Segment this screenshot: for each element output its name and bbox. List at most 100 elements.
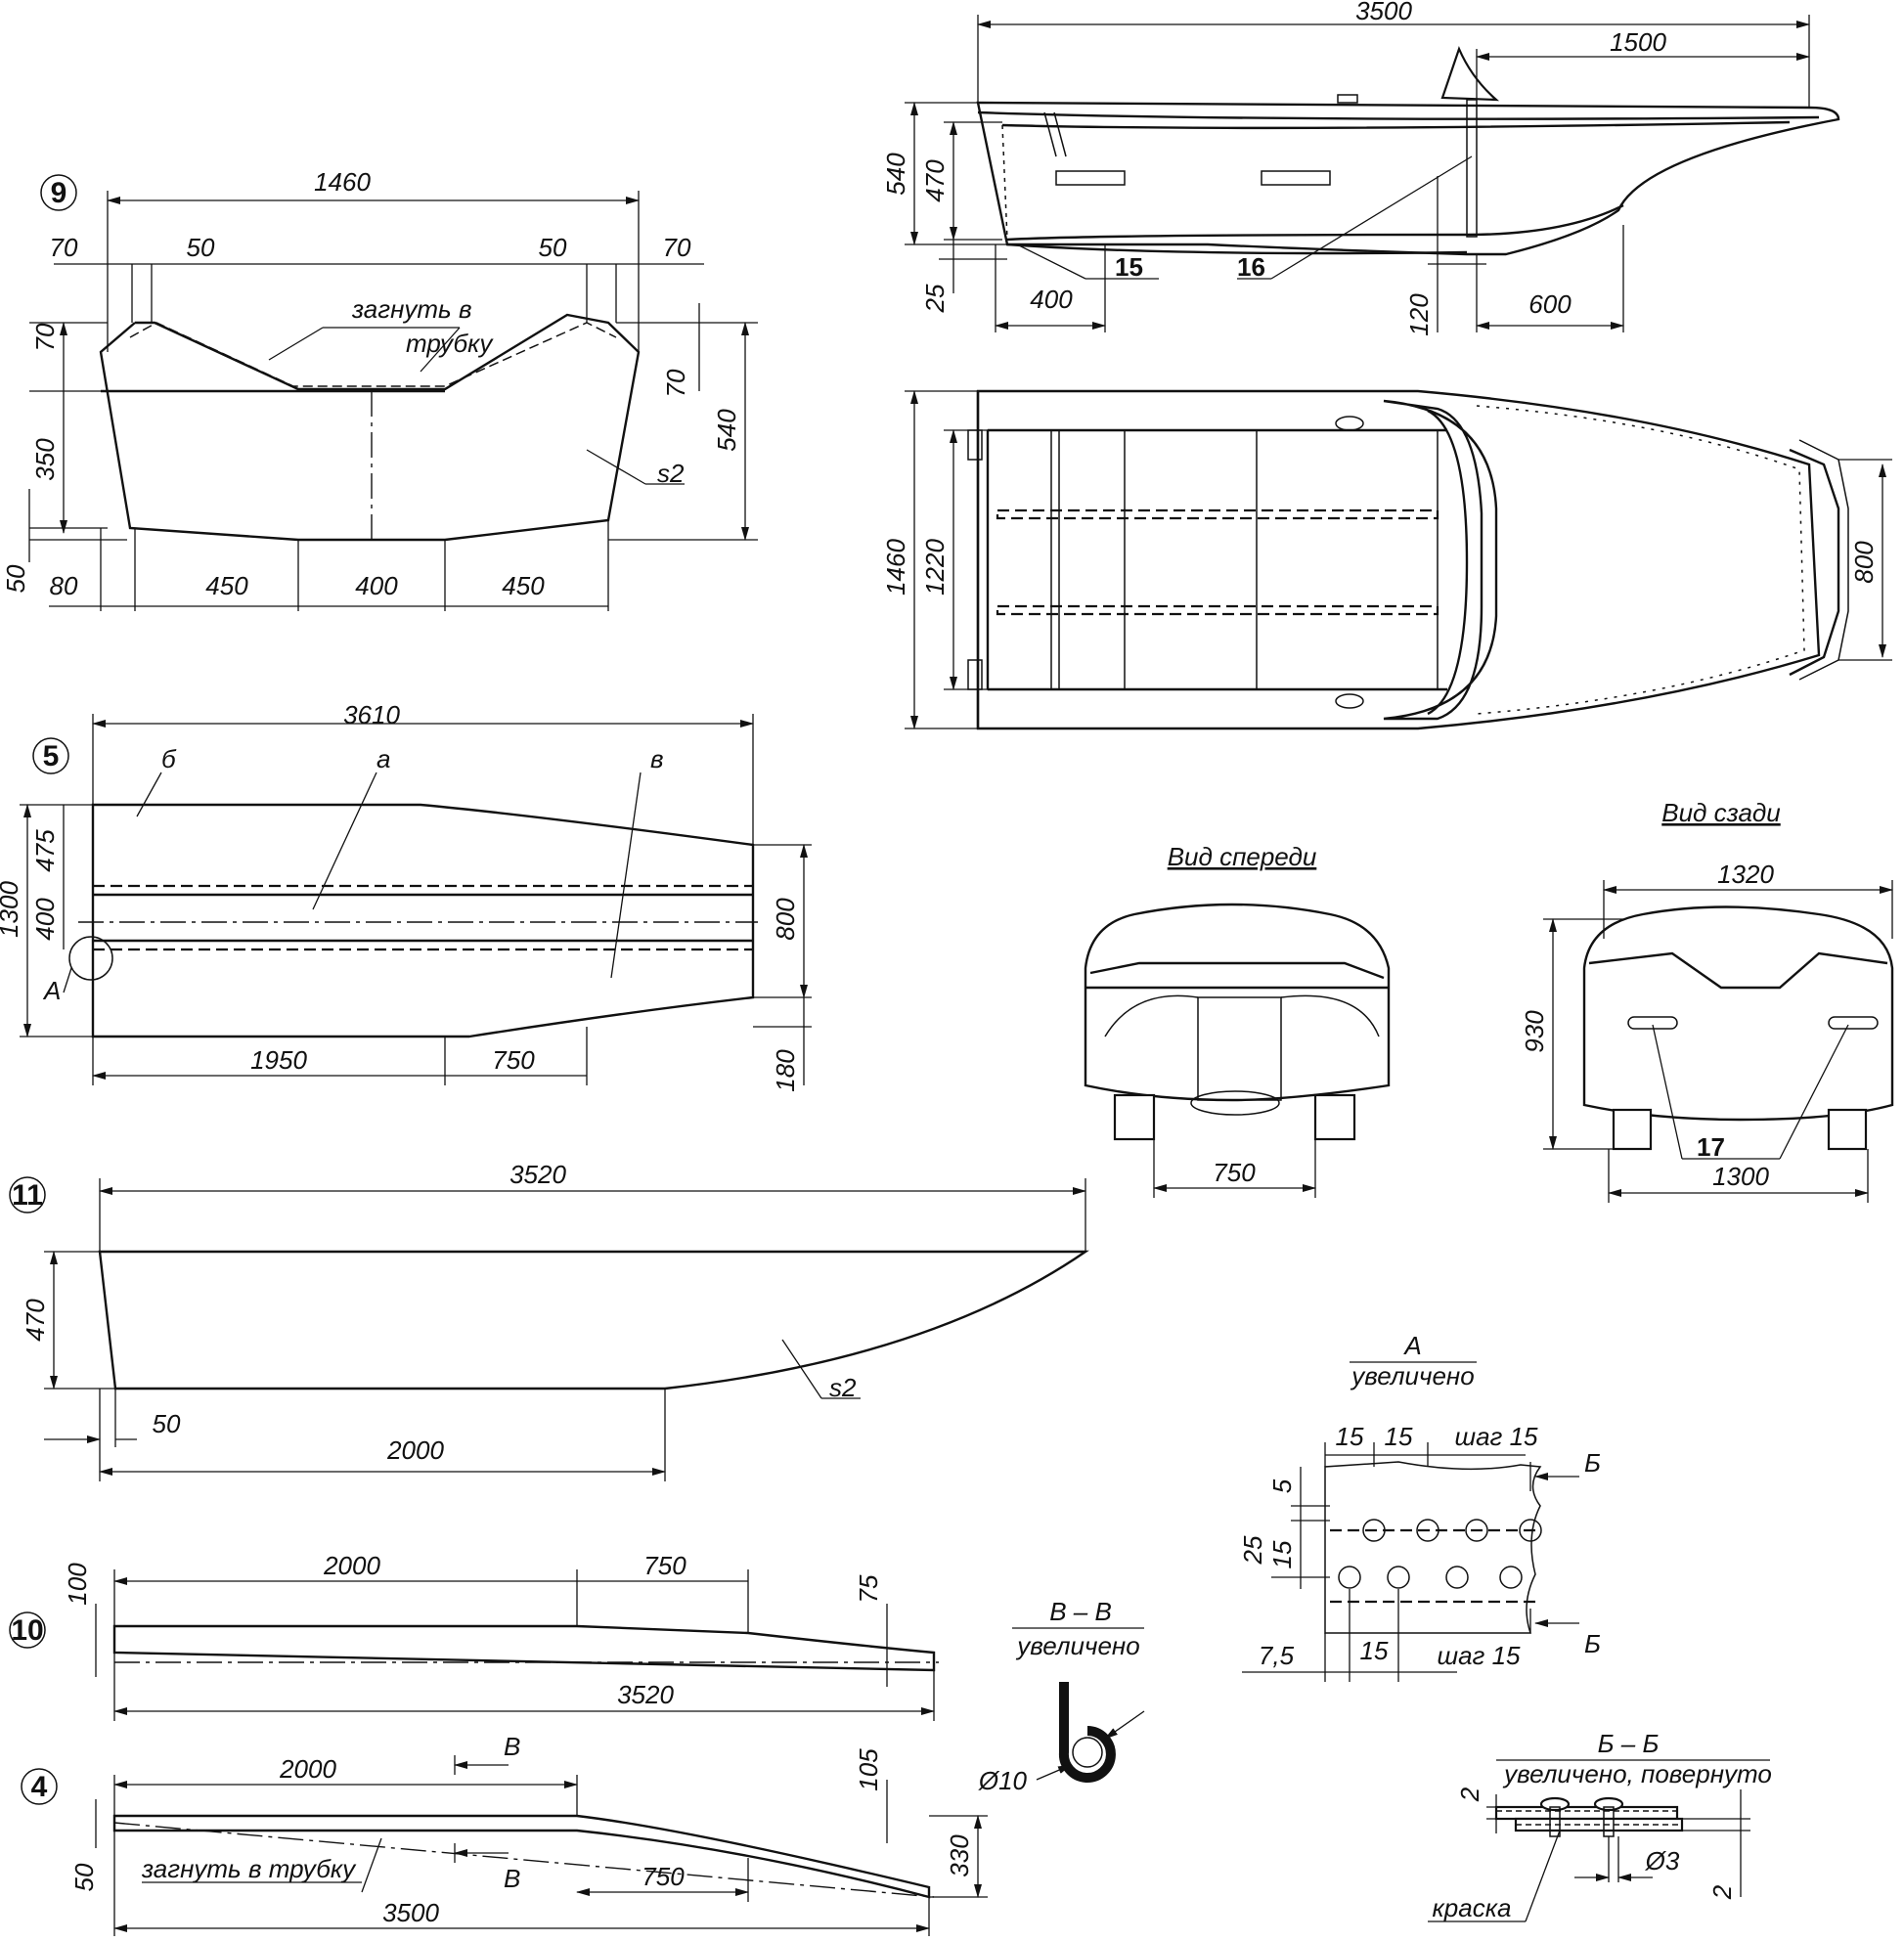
svg-text:15: 15 bbox=[1360, 1636, 1389, 1665]
svg-text:330: 330 bbox=[945, 1834, 974, 1877]
svg-text:750: 750 bbox=[1213, 1158, 1256, 1187]
svg-text:750: 750 bbox=[492, 1045, 535, 1075]
svg-text:100: 100 bbox=[63, 1563, 92, 1606]
svg-text:11: 11 bbox=[12, 1179, 43, 1212]
svg-text:400: 400 bbox=[30, 898, 60, 941]
svg-text:Б: Б bbox=[1584, 1629, 1601, 1658]
svg-text:540: 540 bbox=[881, 153, 910, 196]
svg-text:увеличено: увеличено bbox=[1015, 1631, 1139, 1660]
svg-text:25: 25 bbox=[920, 284, 950, 313]
svg-text:540: 540 bbox=[712, 409, 741, 452]
note-bend: загнуть в bbox=[351, 294, 472, 324]
svg-text:2: 2 bbox=[1455, 1787, 1484, 1802]
svg-text:15: 15 bbox=[1385, 1422, 1413, 1451]
svg-text:шаг 15: шаг 15 bbox=[1454, 1422, 1538, 1451]
svg-text:А: А bbox=[42, 976, 61, 1005]
svg-text:2000: 2000 bbox=[323, 1551, 380, 1580]
svg-text:120: 120 bbox=[1404, 293, 1434, 336]
svg-text:3520: 3520 bbox=[509, 1160, 566, 1189]
svg-text:600: 600 bbox=[1528, 289, 1572, 319]
callout-15: 15 bbox=[1115, 252, 1143, 282]
svg-text:В – В: В – В bbox=[1049, 1597, 1112, 1626]
svg-text:70: 70 bbox=[663, 233, 691, 262]
callout-17: 17 bbox=[1697, 1132, 1725, 1162]
svg-text:В: В bbox=[504, 1864, 520, 1893]
svg-text:5: 5 bbox=[43, 740, 60, 772]
svg-text:80: 80 bbox=[50, 571, 78, 600]
rear-view: Вид сзади 1320 930 1300 17 bbox=[1520, 798, 1894, 1203]
figure-9: 9 1460 70 50 50 70 70 350 50 70 540 80 4… bbox=[1, 167, 758, 611]
svg-text:1950: 1950 bbox=[250, 1045, 307, 1075]
svg-text:105: 105 bbox=[854, 1748, 883, 1791]
svg-text:50: 50 bbox=[1, 564, 30, 593]
svg-text:краска: краска bbox=[1433, 1893, 1512, 1922]
svg-text:750: 750 bbox=[643, 1551, 686, 1580]
svg-text:1320: 1320 bbox=[1717, 860, 1774, 889]
svg-text:75: 75 bbox=[854, 1574, 883, 1603]
svg-text:1300: 1300 bbox=[1712, 1162, 1769, 1191]
svg-text:3520: 3520 bbox=[617, 1680, 674, 1709]
svg-text:Б: Б bbox=[1584, 1448, 1601, 1478]
svg-text:750: 750 bbox=[642, 1862, 685, 1891]
svg-text:трубку: трубку bbox=[406, 329, 494, 358]
svg-text:1460: 1460 bbox=[881, 539, 910, 596]
svg-text:470: 470 bbox=[920, 159, 950, 202]
svg-text:350: 350 bbox=[30, 438, 60, 481]
svg-text:180: 180 bbox=[771, 1049, 800, 1092]
svg-text:Ø10: Ø10 bbox=[978, 1766, 1028, 1795]
svg-text:25: 25 bbox=[1238, 1535, 1267, 1565]
svg-text:450: 450 bbox=[205, 571, 248, 600]
svg-text:70: 70 bbox=[50, 233, 78, 262]
front-view-title: Вид спереди bbox=[1168, 842, 1317, 871]
svg-text:шаг 15: шаг 15 bbox=[1437, 1641, 1521, 1670]
svg-text:800: 800 bbox=[771, 898, 800, 941]
svg-text:70: 70 bbox=[30, 323, 60, 351]
svg-text:2000: 2000 bbox=[386, 1435, 444, 1465]
svg-text:в: в bbox=[650, 744, 664, 773]
svg-text:7,5: 7,5 bbox=[1259, 1641, 1295, 1670]
svg-text:увеличено, повернуто: увеличено, повернуто bbox=[1502, 1759, 1772, 1788]
svg-text:4: 4 bbox=[31, 1771, 48, 1803]
svg-text:50: 50 bbox=[69, 1863, 99, 1891]
svg-text:1500: 1500 bbox=[1610, 27, 1666, 57]
svg-text:400: 400 bbox=[1030, 285, 1073, 314]
svg-text:3500: 3500 bbox=[1355, 0, 1412, 25]
svg-text:1300: 1300 bbox=[0, 881, 23, 938]
svg-text:б: б bbox=[161, 744, 177, 773]
callout-16: 16 bbox=[1237, 252, 1265, 282]
top-view: 1460 1220 800 bbox=[881, 389, 1892, 730]
svg-text:Б – Б: Б – Б bbox=[1598, 1729, 1660, 1758]
svg-text:50: 50 bbox=[153, 1409, 181, 1438]
svg-text:50: 50 bbox=[187, 233, 215, 262]
figure-number: 9 bbox=[51, 177, 67, 209]
svg-text:70: 70 bbox=[661, 369, 690, 397]
figure-10: 10 2000 750 100 75 3520 bbox=[9, 1551, 939, 1721]
svg-text:800: 800 bbox=[1849, 541, 1879, 584]
svg-text:450: 450 bbox=[502, 571, 545, 600]
svg-text:2: 2 bbox=[1707, 1884, 1737, 1900]
svg-text:5: 5 bbox=[1267, 1479, 1297, 1493]
svg-text:10: 10 bbox=[11, 1614, 43, 1647]
detail-vv: В – В увеличено Ø10 bbox=[978, 1597, 1145, 1795]
svg-text:15: 15 bbox=[1336, 1422, 1364, 1451]
svg-text:930: 930 bbox=[1520, 1010, 1549, 1053]
svg-text:а: а bbox=[376, 744, 390, 773]
svg-text:1220: 1220 bbox=[920, 539, 950, 596]
dim-total: 1460 bbox=[314, 167, 371, 197]
svg-text:3500: 3500 bbox=[382, 1898, 439, 1927]
svg-text:s2: s2 bbox=[829, 1373, 857, 1402]
rear-view-title: Вид сзади bbox=[1661, 798, 1780, 827]
figure-11: 11 3520 470 50 2000 s2 bbox=[9, 1160, 1089, 1481]
svg-text:2000: 2000 bbox=[279, 1754, 336, 1784]
thickness-label: s2 bbox=[657, 459, 685, 488]
figure-4: 4 2000 В В 50 загнуть в трубку 105 330 7… bbox=[21, 1732, 988, 1936]
svg-text:Ø3: Ø3 bbox=[1645, 1846, 1680, 1876]
svg-text:В: В bbox=[504, 1732, 520, 1761]
detail-a: А увеличено 15 15 шаг 15 Б Б 5 25 15 7,5… bbox=[1238, 1331, 1601, 1682]
svg-text:475: 475 bbox=[30, 829, 60, 872]
note-bend: загнуть в трубку bbox=[141, 1854, 357, 1883]
front-view: Вид спереди 750 bbox=[1084, 842, 1391, 1198]
svg-text:400: 400 bbox=[355, 571, 398, 600]
svg-text:А: А bbox=[1402, 1331, 1421, 1360]
